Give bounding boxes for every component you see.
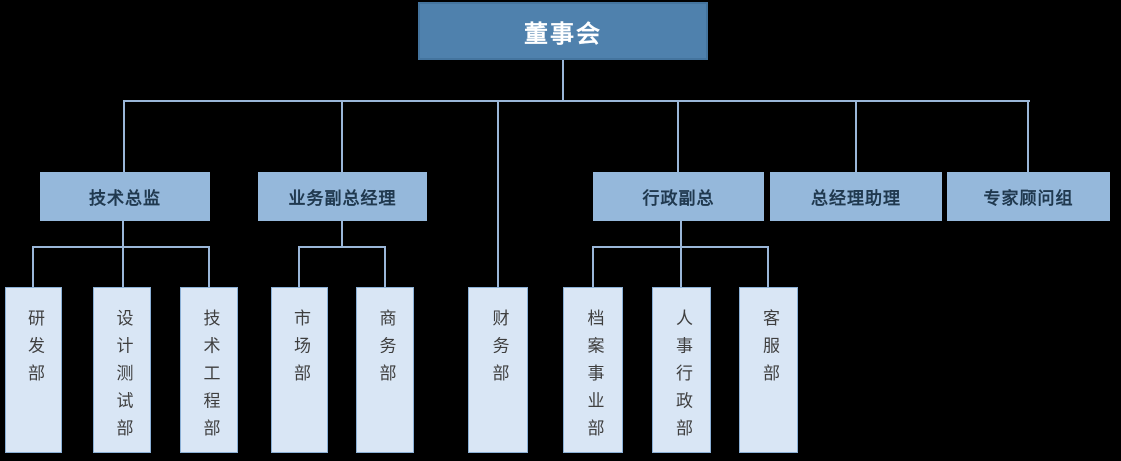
node-tech-director-label: 技术总监	[89, 189, 161, 209]
connector-business-bus	[298, 246, 386, 248]
connector-drop-finance	[497, 102, 499, 287]
node-hr-admin-dept: 人事行政部	[652, 287, 711, 453]
connector-business-drop-left	[298, 248, 300, 287]
connector-main-bus	[123, 100, 1030, 102]
node-tech-director: 技术总监	[40, 172, 210, 221]
node-business-deputy-gm-label: 业务副总经理	[288, 189, 397, 209]
node-customer-service-dept-label: 客服部	[759, 309, 779, 392]
connector-drop-tech	[123, 102, 125, 172]
connector-admin-drop-left	[592, 248, 594, 287]
node-archives-division: 档案事业部	[563, 287, 623, 453]
node-archives-division-label: 档案事业部	[583, 309, 604, 447]
node-tech-engineering-dept-label: 技术工程部	[199, 309, 220, 447]
connector-admin-drop-right	[767, 248, 769, 287]
node-rd-dept: 研发部	[5, 287, 62, 453]
connector-drop-gm-assist	[855, 102, 857, 172]
connector-drop-experts	[1027, 102, 1029, 172]
node-admin-deputy-label: 行政副总	[642, 189, 715, 209]
connector-drop-business	[341, 102, 343, 172]
node-commerce-dept: 商务部	[356, 287, 414, 453]
node-design-test-dept-label: 设计测试部	[112, 309, 133, 447]
node-admin-deputy: 行政副总	[593, 172, 764, 221]
connector-tech-drop-left	[32, 248, 34, 287]
connector-drop-admin	[677, 102, 679, 172]
node-tech-engineering-dept: 技术工程部	[180, 287, 238, 453]
node-design-test-dept: 设计测试部	[93, 287, 151, 453]
connector-admin-stem	[680, 221, 682, 287]
connector-tech-drop-right	[208, 248, 210, 287]
node-board: 董事会	[418, 2, 708, 60]
connector-business-stem	[341, 221, 343, 246]
node-rd-dept-label: 研发部	[24, 309, 44, 392]
node-hr-admin-dept-label: 人事行政部	[672, 309, 692, 447]
node-marketing-dept: 市场部	[271, 287, 328, 453]
node-gm-assistant: 总经理助理	[770, 172, 942, 221]
node-marketing-dept-label: 市场部	[290, 309, 310, 392]
node-expert-advisors: 专家顾问组	[947, 172, 1110, 221]
node-finance-dept-label: 财务部	[488, 309, 509, 392]
node-commerce-dept-label: 商务部	[375, 309, 396, 392]
node-customer-service-dept: 客服部	[739, 287, 798, 453]
connector-admin-bus	[592, 246, 769, 248]
connector-root-drop	[562, 60, 564, 102]
connector-tech-bus	[32, 246, 210, 248]
connector-tech-stem	[122, 221, 124, 287]
node-business-deputy-gm: 业务副总经理	[258, 172, 427, 221]
node-finance-dept: 财务部	[468, 287, 528, 453]
node-gm-assistant-label: 总经理助理	[811, 189, 901, 209]
node-expert-advisors-label: 专家顾问组	[983, 189, 1074, 209]
node-board-label: 董事会	[524, 19, 602, 48]
connector-business-drop-right	[384, 248, 386, 287]
